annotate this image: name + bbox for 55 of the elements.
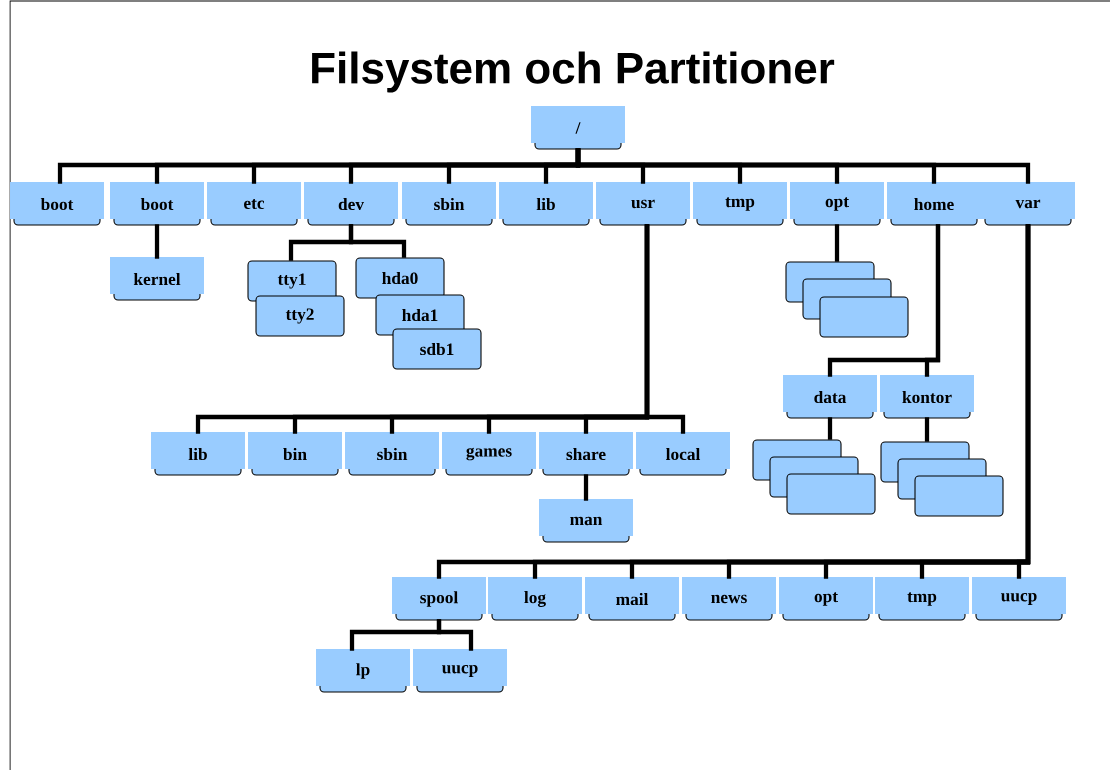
folder-box: opt xyxy=(779,577,873,621)
folder-box: man xyxy=(539,499,633,543)
folder-box: boot xyxy=(10,182,104,226)
folder-box: / xyxy=(531,106,625,150)
folder-box: spool xyxy=(392,577,486,621)
folder-box: dev xyxy=(304,182,398,226)
folder-box: share xyxy=(539,432,633,476)
folder-box: log xyxy=(488,577,582,621)
node-label: var xyxy=(1015,199,1041,209)
node-label: opt xyxy=(814,592,838,606)
connector-line xyxy=(583,474,589,501)
folder-box: opt xyxy=(790,182,884,226)
folder-box: lib xyxy=(151,432,245,476)
folder-box: uucp xyxy=(972,577,1066,621)
connector-line xyxy=(348,224,407,258)
connector-line xyxy=(575,148,1031,184)
node-label: spool xyxy=(420,591,458,607)
folder-box: var xyxy=(981,182,1075,226)
connector-line xyxy=(924,224,941,377)
folder-box: mail xyxy=(585,577,679,621)
empty-box xyxy=(819,296,909,338)
folder-box: bin xyxy=(248,432,342,476)
folder-box: usr xyxy=(596,182,690,226)
connector-line xyxy=(154,224,160,259)
connector-line xyxy=(436,619,474,651)
connector-line xyxy=(924,417,930,442)
node-label: log xyxy=(524,591,546,607)
folder-box: games xyxy=(442,432,536,476)
folder-box: home xyxy=(887,182,981,226)
folder-box: sbin xyxy=(402,182,496,226)
folder-box: lp xyxy=(316,649,410,693)
connector-line xyxy=(827,417,833,440)
connector-line xyxy=(834,224,840,262)
folder-box: tmp xyxy=(875,577,969,621)
folder-box: uucp xyxy=(413,649,507,693)
folder-box: local xyxy=(636,432,730,476)
folder-box: sbin xyxy=(345,432,439,476)
folder-box: kontor xyxy=(880,375,974,419)
node-label: home xyxy=(914,197,954,211)
folder-box: etc xyxy=(207,182,301,226)
empty-box xyxy=(914,475,1004,517)
folder-box: tty2 xyxy=(255,295,345,337)
folder-box: boot xyxy=(110,182,204,226)
folder-box: data xyxy=(783,375,877,419)
folder-box: news xyxy=(682,577,776,621)
folder-box: tmp xyxy=(693,182,787,226)
folder-box: sdb1 xyxy=(392,328,482,370)
folder-box: lib xyxy=(499,182,593,226)
connector-line xyxy=(644,224,686,434)
title: Filsystem och Partitioner xyxy=(312,51,835,93)
folder-box: hda0 xyxy=(355,257,445,299)
node-label: tmp xyxy=(907,592,937,606)
folder-box: kernel xyxy=(110,257,204,301)
empty-box xyxy=(786,473,876,515)
connector-line xyxy=(1016,224,1031,579)
